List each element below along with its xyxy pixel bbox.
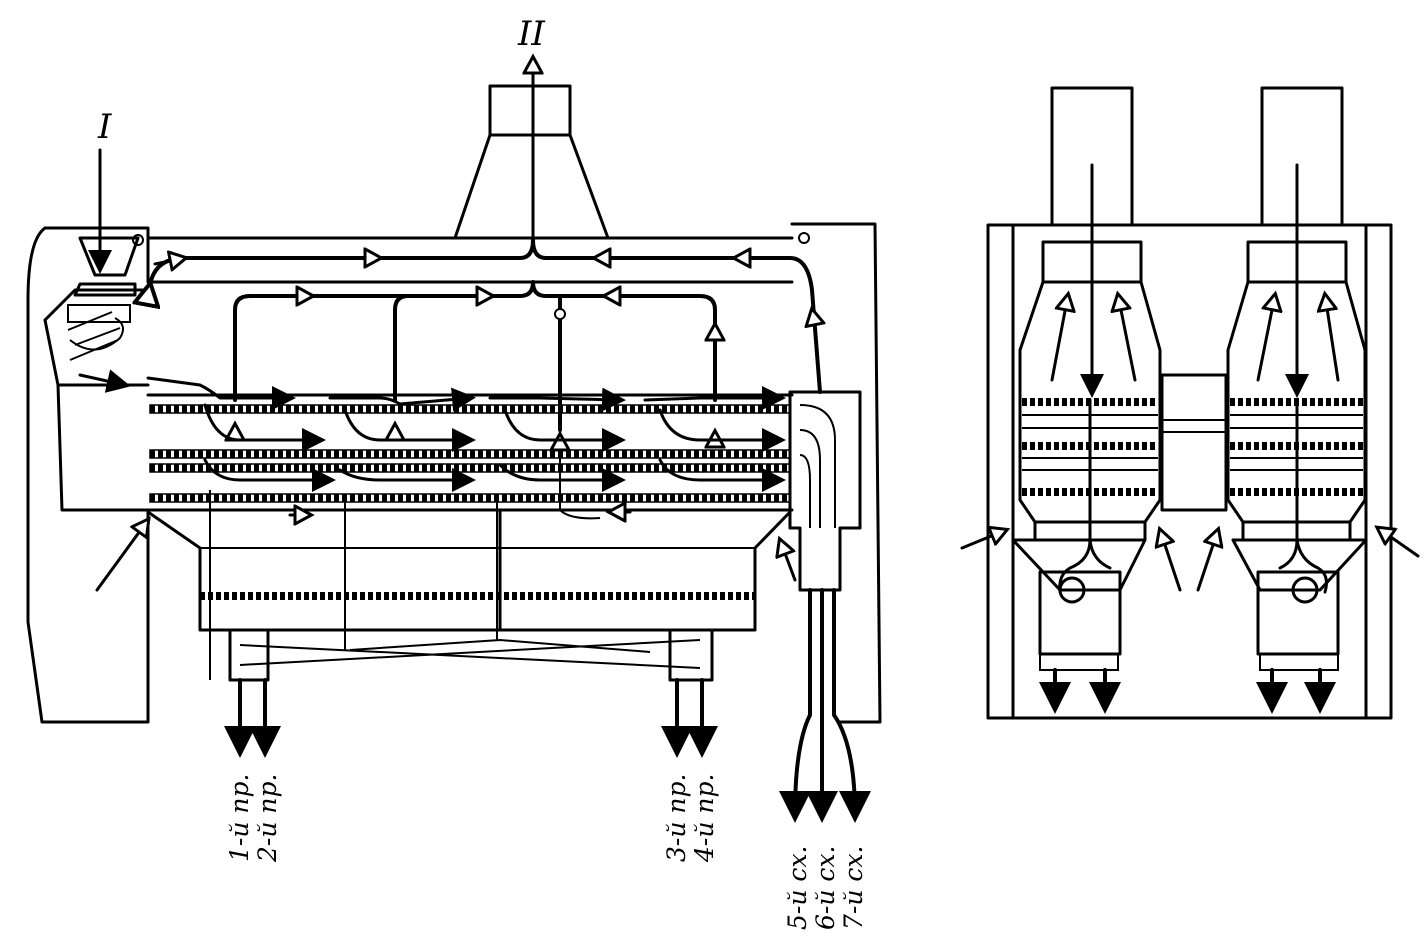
product-flow-7 bbox=[503, 408, 626, 452]
middle-connector bbox=[1160, 373, 1228, 512]
product-flow-4 bbox=[643, 386, 786, 410]
exhaust-hood bbox=[453, 84, 610, 240]
top-air-channel bbox=[146, 236, 794, 284]
output-label-1: 1-й пр. bbox=[225, 774, 254, 862]
side-section: II I bbox=[26, 14, 882, 930]
cross-air-in-left bbox=[960, 530, 1006, 550]
right-unit-split bbox=[1278, 538, 1328, 594]
air-arrow-t1 bbox=[153, 258, 185, 264]
top-channel-joint-right bbox=[798, 232, 810, 244]
right-unit-hopper bbox=[1231, 520, 1368, 592]
label-outlet: II bbox=[517, 14, 545, 54]
right-unit-spout bbox=[1259, 653, 1339, 671]
sieve-outlet-box bbox=[788, 390, 862, 592]
left-unit-outlet bbox=[1038, 570, 1122, 656]
output-label-4: 4-й пр. bbox=[690, 774, 719, 863]
product-flows bbox=[146, 376, 786, 492]
output-label-6: 6-й сх. bbox=[811, 846, 840, 930]
product-flow-12 bbox=[658, 458, 786, 492]
product-flow-11 bbox=[498, 463, 626, 492]
left-unit-air-loop bbox=[1058, 576, 1086, 604]
drop-line-4 bbox=[559, 450, 601, 520]
left-frame-column bbox=[26, 226, 150, 724]
product-flow-2 bbox=[328, 387, 476, 412]
lower-sieve-panel bbox=[199, 547, 756, 631]
lower-hopper bbox=[146, 510, 792, 632]
output-label-3: 3-й пр. bbox=[662, 774, 691, 862]
air-in-right bbox=[780, 540, 797, 582]
product-flow-8 bbox=[658, 408, 786, 452]
right-unit-air-up-1 bbox=[1256, 295, 1275, 382]
label-inlet: I bbox=[97, 107, 112, 147]
right-unit-stack bbox=[1260, 86, 1344, 227]
duct-valve bbox=[554, 308, 566, 320]
right-frame-column bbox=[790, 222, 882, 724]
product-flow-1 bbox=[146, 376, 296, 410]
left-unit bbox=[1011, 86, 1162, 714]
output-line-7 bbox=[832, 588, 871, 823]
collection-tray bbox=[228, 628, 714, 682]
cross-section bbox=[960, 86, 1420, 720]
left-unit-air-up-2 bbox=[1118, 295, 1137, 382]
air-arrow-up2 bbox=[812, 310, 815, 325]
feeder-flow bbox=[78, 369, 131, 393]
collection-crossing bbox=[239, 638, 701, 669]
cross-air-in-right bbox=[1378, 528, 1420, 558]
right-unit-air-up-2 bbox=[1325, 295, 1340, 382]
air-in-left bbox=[95, 520, 148, 592]
feeder-swirl bbox=[69, 317, 125, 351]
product-flow-5 bbox=[203, 403, 326, 452]
inlet-hopper bbox=[78, 236, 140, 277]
sieve-outlet-curves bbox=[799, 404, 836, 528]
left-unit-air-up-1 bbox=[1050, 295, 1068, 382]
output-line-5 bbox=[779, 588, 812, 823]
feeder-inner bbox=[67, 304, 131, 361]
left-unit-spout bbox=[1039, 653, 1119, 671]
product-flow-6 bbox=[343, 408, 476, 452]
right-unit bbox=[1226, 86, 1368, 714]
product-flow-9 bbox=[203, 458, 336, 492]
middle-air-arrow-1 bbox=[1160, 530, 1182, 592]
product-flow-10 bbox=[338, 468, 476, 492]
left-unit-split bbox=[1058, 538, 1112, 594]
air-duct-top bbox=[150, 238, 822, 394]
cross-section-frame bbox=[986, 223, 1393, 720]
product-flow-3 bbox=[488, 387, 626, 412]
right-unit-air-loop bbox=[1291, 576, 1319, 604]
middle-connector-lines bbox=[1162, 419, 1226, 433]
air-duct-mid bbox=[233, 280, 717, 402]
middle-air-arrow-2 bbox=[1196, 530, 1218, 592]
output-label-7: 7-й сх. bbox=[839, 846, 868, 930]
output-label-5: 5-й сх. bbox=[783, 846, 812, 930]
output-label-2: 2-й пр. bbox=[253, 774, 282, 863]
